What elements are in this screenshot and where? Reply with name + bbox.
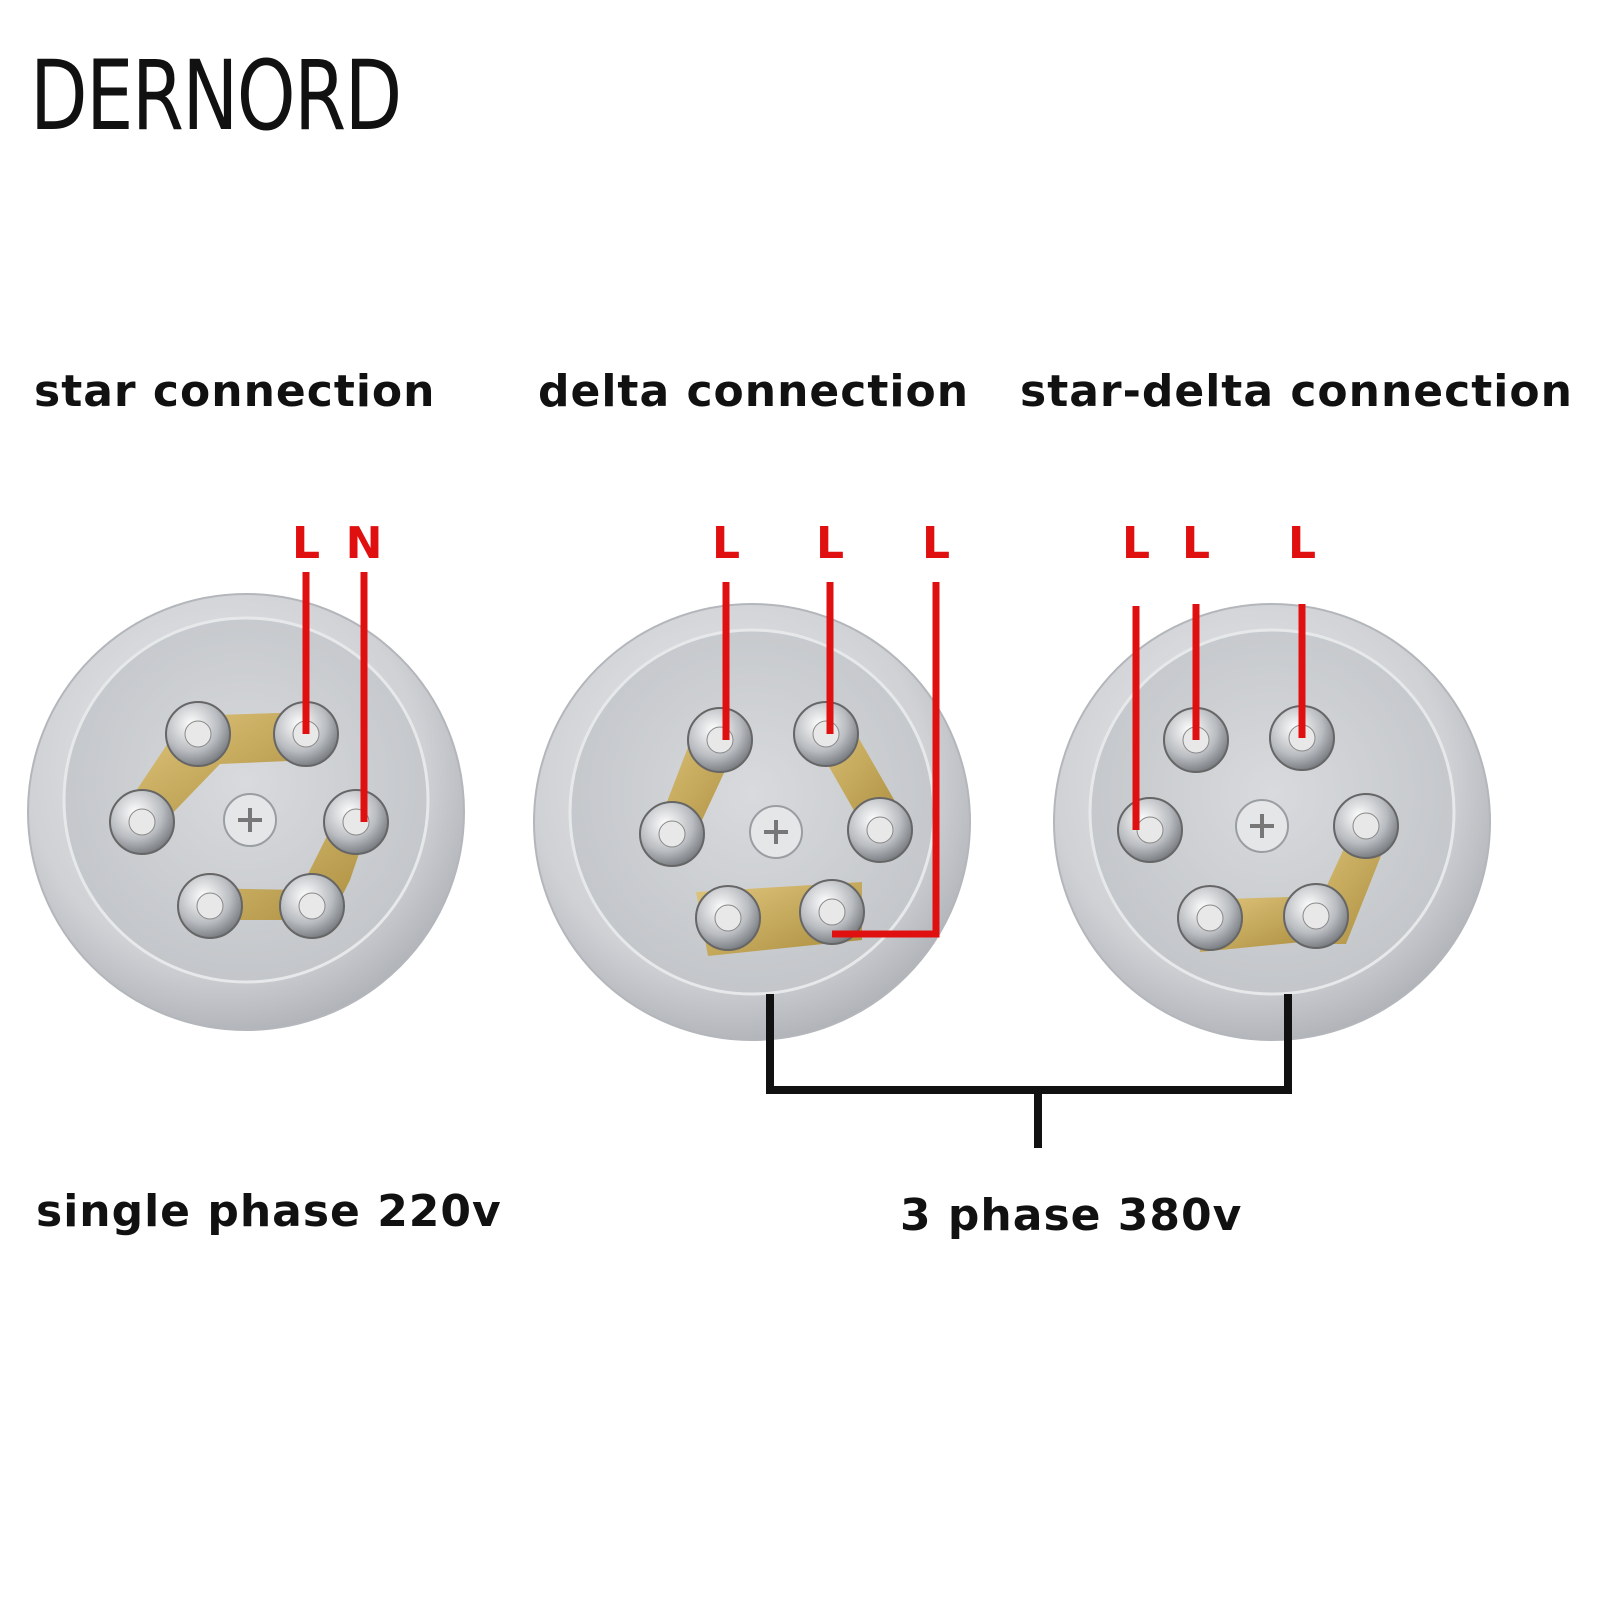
star-delta-wire-label-2: L <box>1181 518 1211 569</box>
star-delta-wire-label-1: L <box>1121 518 1151 569</box>
star-delta-wires <box>1132 604 1306 830</box>
heading-star-delta: star-delta connection <box>1020 366 1573 417</box>
delta-flange <box>533 582 971 1041</box>
star-flange <box>27 572 465 1031</box>
heading-star: star connection <box>34 366 436 417</box>
heading-delta: delta connection <box>538 366 970 417</box>
star-wire-label-n: N <box>345 518 383 569</box>
brand-logo: DERNORD <box>30 40 402 152</box>
delta-wire-label-1: L <box>711 518 741 569</box>
star-delta-flange <box>1053 603 1491 1041</box>
delta-center-screw <box>749 805 803 859</box>
star-center-screw <box>223 793 277 847</box>
star-terminal-nuts <box>109 701 389 939</box>
delta-terminal-nuts <box>639 701 913 951</box>
footer-three-phase: 3 phase 380v <box>900 1190 1243 1241</box>
delta-wire-label-3: L <box>921 518 951 569</box>
delta-wires <box>722 582 940 938</box>
star-wire-label-l: L <box>291 518 321 569</box>
delta-wire-label-2: L <box>815 518 845 569</box>
three-phase-bracket <box>766 994 1292 1148</box>
star-wires <box>302 572 368 822</box>
star-delta-wire-label-3: L <box>1287 518 1317 569</box>
footer-single-phase: single phase 220v <box>36 1186 502 1237</box>
star-delta-center-screw <box>1235 799 1289 853</box>
